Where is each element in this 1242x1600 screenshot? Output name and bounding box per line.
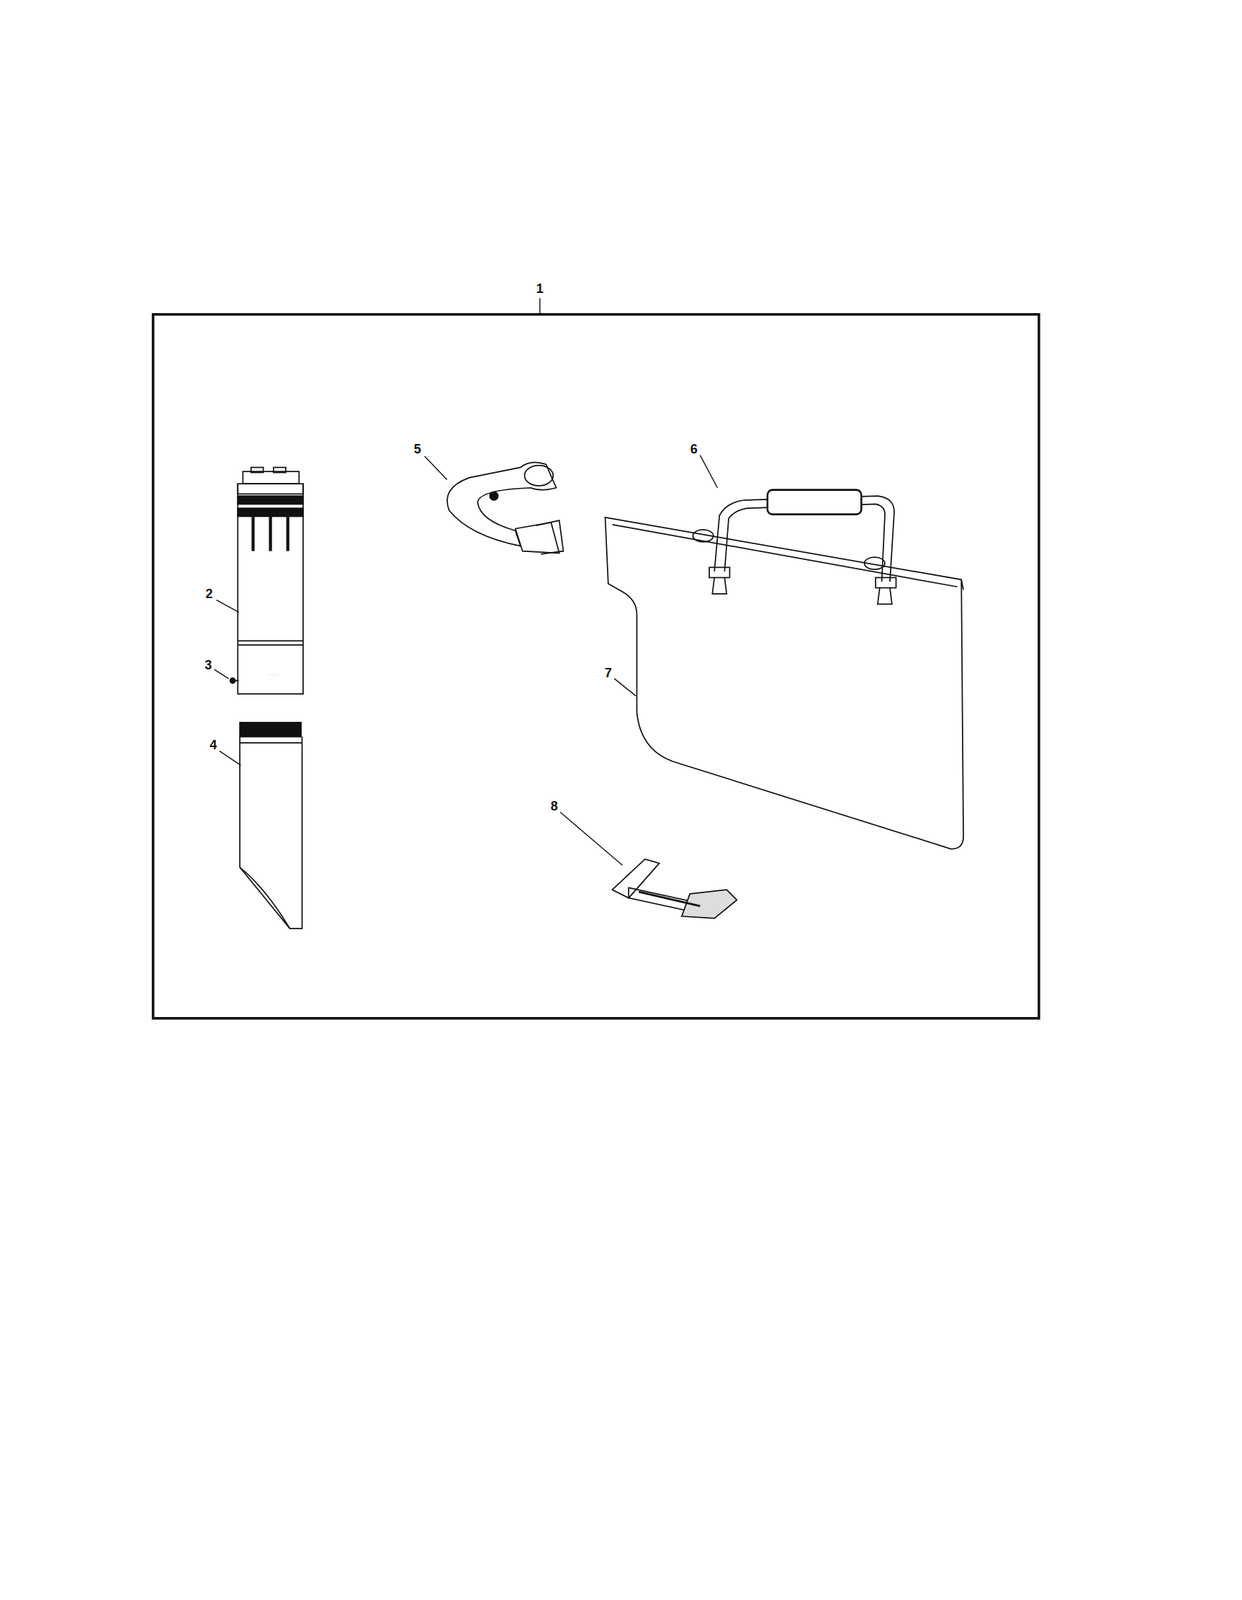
kit-frame xyxy=(153,314,1039,1019)
callout-number: 7 xyxy=(603,666,614,681)
bag-clip xyxy=(612,859,737,919)
callout-number: 4 xyxy=(208,738,219,753)
blower-tube: · · · · xyxy=(237,467,304,695)
vacuum-hose xyxy=(447,462,564,554)
collection-bag xyxy=(605,517,965,850)
callout-number: 3 xyxy=(203,658,214,673)
callout-number: 8 xyxy=(549,799,560,814)
callout-number: 2 xyxy=(204,586,215,602)
callout-number: 1 xyxy=(534,281,546,296)
callout-number: 5 xyxy=(412,442,423,457)
leader-lines xyxy=(214,141,718,866)
callout-number: 6 xyxy=(689,442,700,457)
svg-text:· · · ·: · · · · xyxy=(269,672,278,677)
screw xyxy=(230,678,240,684)
blower-nozzle xyxy=(239,722,302,929)
